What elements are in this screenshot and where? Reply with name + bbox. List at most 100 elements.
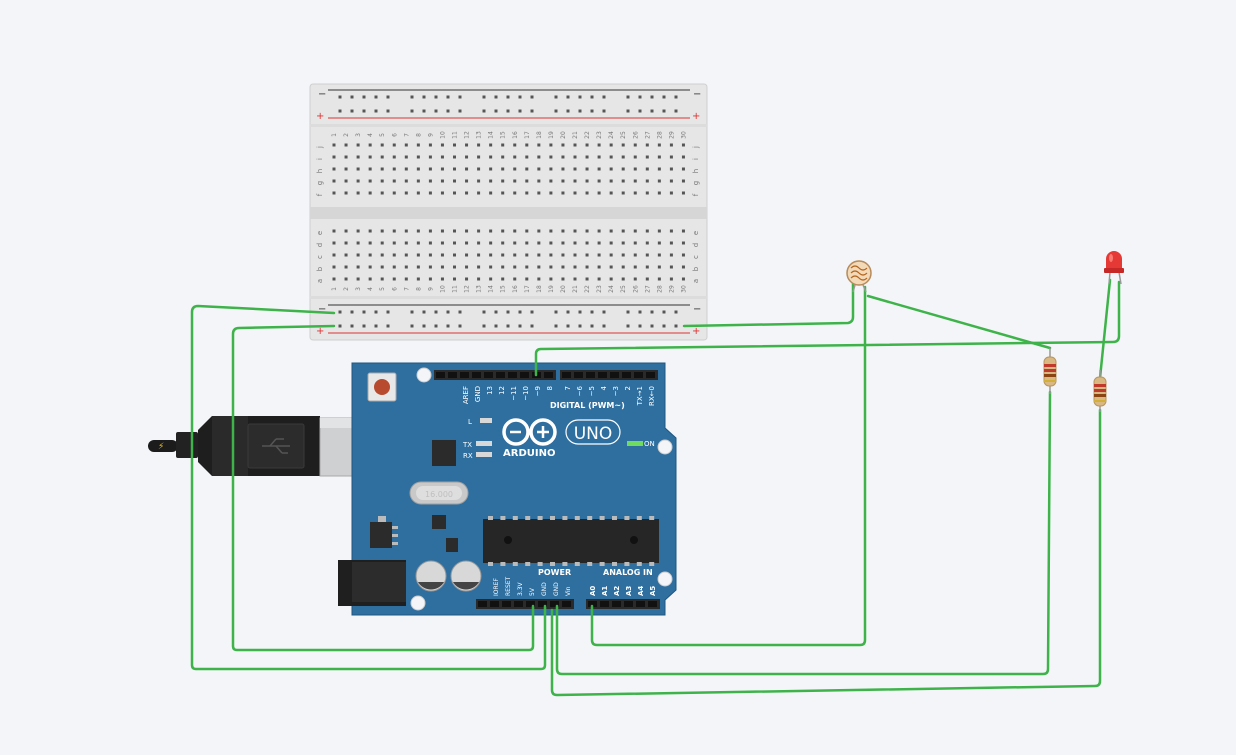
breadboard-hole[interactable] (645, 191, 649, 195)
breadboard-hole[interactable] (446, 109, 450, 113)
breadboard-hole[interactable] (332, 155, 336, 159)
breadboard-hole[interactable] (332, 253, 336, 257)
breadboard-hole[interactable] (494, 310, 498, 314)
breadboard-hole[interactable] (657, 167, 661, 171)
breadboard-hole[interactable] (380, 155, 384, 159)
breadboard-hole[interactable] (392, 241, 396, 245)
breadboard-hole[interactable] (621, 277, 625, 281)
breadboard-hole[interactable] (404, 229, 408, 233)
wire-gnd-to-resistor-1[interactable] (555, 390, 1052, 676)
breadboard-hole[interactable] (549, 265, 553, 269)
breadboard-hole[interactable] (633, 253, 637, 257)
breadboard-hole[interactable] (681, 179, 685, 183)
dc-power-jack[interactable] (338, 560, 406, 606)
breadboard-hole[interactable] (681, 265, 685, 269)
red-led[interactable] (1104, 251, 1124, 285)
breadboard-hole[interactable] (585, 253, 589, 257)
breadboard-hole[interactable] (513, 191, 517, 195)
breadboard-hole[interactable] (416, 191, 420, 195)
header-pin[interactable] (636, 601, 645, 607)
breadboard-hole[interactable] (549, 229, 553, 233)
breadboard-hole[interactable] (633, 155, 637, 159)
breadboard-hole[interactable] (489, 229, 493, 233)
breadboard-hole[interactable] (428, 229, 432, 233)
breadboard-hole[interactable] (681, 155, 685, 159)
breadboard-hole[interactable] (638, 310, 642, 314)
breadboard-hole[interactable] (566, 95, 570, 99)
breadboard-hole[interactable] (453, 155, 456, 159)
arduino-uno-board[interactable]: 16.000 L TX RX ON (322, 362, 677, 616)
breadboard-hole[interactable] (453, 229, 456, 233)
breadboard-hole[interactable] (404, 265, 408, 269)
header-pin[interactable] (514, 601, 523, 607)
breadboard-hole[interactable] (410, 310, 414, 314)
breadboard-hole[interactable] (650, 95, 654, 99)
breadboard-hole[interactable] (537, 155, 541, 159)
wire-5v-to-breadboard-plus[interactable] (231, 324, 535, 652)
breadboard-hole[interactable] (621, 253, 625, 257)
breadboard-hole[interactable] (602, 324, 606, 328)
breadboard-hole[interactable] (609, 191, 613, 195)
breadboard-hole[interactable] (669, 179, 673, 183)
breadboard-hole[interactable] (453, 191, 456, 195)
breadboard-hole[interactable] (549, 155, 553, 159)
header-pin[interactable] (502, 601, 511, 607)
breadboard-hole[interactable] (494, 95, 498, 99)
breadboard-hole[interactable] (465, 253, 469, 257)
breadboard-hole[interactable] (681, 143, 685, 147)
breadboard-hole[interactable] (530, 109, 534, 113)
breadboard-hole[interactable] (573, 229, 577, 233)
breadboard-hole[interactable] (645, 143, 649, 147)
breadboard-hole[interactable] (650, 310, 654, 314)
wire-gnd-to-resistor-2[interactable] (550, 408, 1102, 697)
breadboard-hole[interactable] (681, 241, 685, 245)
breadboard-hole[interactable] (386, 324, 390, 328)
breadboard-hole[interactable] (525, 229, 529, 233)
breadboard-hole[interactable] (597, 155, 601, 159)
breadboard-hole[interactable] (434, 324, 438, 328)
wire-gnd-to-breadboard-minus[interactable] (190, 304, 547, 671)
analog-pin-header[interactable] (586, 599, 660, 609)
breadboard-hole[interactable] (410, 95, 414, 99)
breadboard-hole[interactable] (650, 109, 654, 113)
breadboard-hole[interactable] (368, 277, 372, 281)
breadboard-hole[interactable] (465, 265, 469, 269)
breadboard-hole[interactable] (380, 179, 384, 183)
breadboard-hole[interactable] (386, 109, 390, 113)
wire-led-to-resistor[interactable] (1098, 278, 1112, 380)
header-pin[interactable] (598, 372, 607, 378)
breadboard-hole[interactable] (501, 179, 505, 183)
breadboard-hole[interactable] (669, 241, 673, 245)
breadboard-hole[interactable] (597, 179, 601, 183)
breadboard-hole[interactable] (404, 277, 408, 281)
header-pin[interactable] (562, 372, 571, 378)
breadboard-hole[interactable] (350, 109, 354, 113)
breadboard-hole[interactable] (477, 191, 481, 195)
breadboard-hole[interactable] (465, 155, 469, 159)
breadboard-hole[interactable] (513, 229, 517, 233)
breadboard-hole[interactable] (669, 167, 673, 171)
breadboard-hole[interactable] (549, 179, 553, 183)
breadboard-hole[interactable] (489, 191, 493, 195)
breadboard-hole[interactable] (440, 167, 444, 171)
breadboard-hole[interactable] (621, 241, 625, 245)
breadboard-hole[interactable] (477, 253, 481, 257)
breadboard-hole[interactable] (645, 167, 649, 171)
breadboard-hole[interactable] (525, 253, 529, 257)
breadboard-hole[interactable] (428, 143, 432, 147)
breadboard-hole[interactable] (482, 95, 486, 99)
breadboard-hole[interactable] (482, 324, 486, 328)
breadboard-hole[interactable] (440, 241, 444, 245)
header-pin[interactable] (460, 372, 469, 378)
breadboard-hole[interactable] (428, 265, 432, 269)
breadboard-hole[interactable] (609, 155, 613, 159)
breadboard-hole[interactable] (549, 241, 553, 245)
breadboard-hole[interactable] (338, 109, 342, 113)
breadboard-hole[interactable] (573, 253, 577, 257)
breadboard-hole[interactable] (477, 167, 481, 171)
breadboard-hole[interactable] (356, 229, 360, 233)
breadboard-hole[interactable] (416, 143, 420, 147)
breadboard-hole[interactable] (518, 109, 522, 113)
breadboard-hole[interactable] (530, 310, 534, 314)
